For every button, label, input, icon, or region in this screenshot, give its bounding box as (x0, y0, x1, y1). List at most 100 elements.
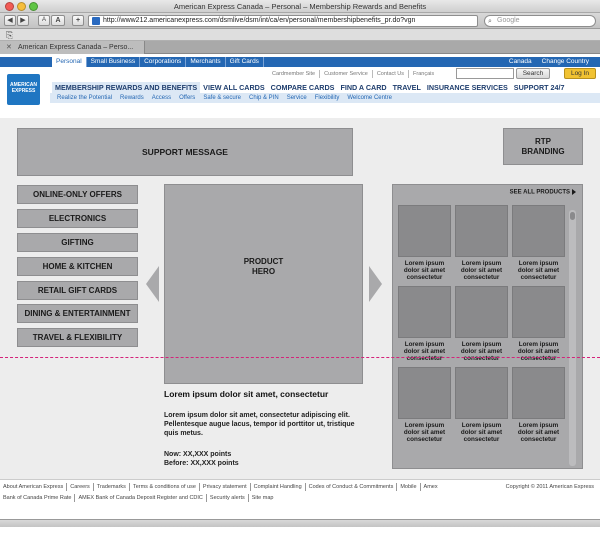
product-caption-line: Lorem ipsum (461, 422, 502, 429)
utility-link-francais[interactable]: Français (413, 71, 435, 77)
footer-link-mobile[interactable]: Mobile (397, 483, 421, 491)
product-thumbnail[interactable] (512, 286, 565, 338)
rtp-branding-block: RTP BRANDING (503, 128, 583, 165)
nav-support[interactable]: SUPPORT 24/7 (513, 83, 565, 92)
browser-search-field[interactable]: ⌕ Google (484, 15, 596, 27)
subnav-access[interactable]: Access (151, 95, 172, 101)
subnav-service[interactable]: Service (286, 95, 307, 101)
product-caption-line: dolor sit amet (517, 267, 560, 274)
see-all-products-link[interactable]: SEE ALL PRODUCTS (510, 189, 576, 196)
product-thumbnail[interactable] (455, 286, 508, 338)
nav-insurance[interactable]: INSURANCE SERVICES (426, 83, 508, 92)
back-button[interactable]: ◀ (4, 15, 16, 26)
forward-button[interactable]: ▶ (17, 15, 29, 26)
tab-small-business[interactable]: Small Business (87, 57, 141, 67)
subnav-welcome[interactable]: Welcome Centre (347, 95, 392, 101)
product-caption-line: consectetur (520, 436, 557, 443)
footer-link-complaint[interactable]: Complaint Handling (251, 483, 306, 491)
carousel-next-arrow-icon[interactable] (369, 266, 382, 302)
add-bookmark-button[interactable]: + (72, 15, 84, 26)
footer-link-amex[interactable]: Amex (423, 484, 438, 490)
utility-link-cardmember[interactable]: Cardmember Site (268, 70, 321, 78)
footer-link-terms[interactable]: Terms & conditions of use (130, 483, 200, 491)
tab-close-icon[interactable]: ✕ (6, 44, 12, 51)
nav-find-a-card[interactable]: FIND A CARD (340, 83, 387, 92)
favicon-icon (92, 17, 100, 25)
text-smaller-button[interactable]: A (38, 15, 50, 26)
footer-link-sitemap[interactable]: Site map (251, 495, 274, 501)
tab-merchants[interactable]: Merchants (186, 57, 226, 67)
product-thumbnail[interactable] (398, 286, 451, 338)
nav-view-all-cards[interactable]: VIEW ALL CARDS (203, 83, 265, 92)
product-thumbnail[interactable] (455, 367, 508, 419)
products-scroll-thumb[interactable] (570, 212, 575, 220)
product-thumbnail[interactable] (455, 205, 508, 257)
site-search-input[interactable] (456, 68, 514, 79)
products-scrollbar[interactable] (569, 210, 576, 466)
main-nav: MEMBERSHIP REWARDS AND BENEFITS VIEW ALL… (52, 82, 568, 93)
footer-link-about[interactable]: About American Express (3, 483, 68, 491)
change-country-link[interactable]: Change Country (541, 58, 589, 65)
product-thumbnail[interactable] (398, 205, 451, 257)
category-electronics[interactable]: ELECTRONICS (17, 209, 138, 228)
subnav-chip-pin[interactable]: Chip & PIN (249, 95, 279, 101)
subnav-flexibility[interactable]: Flexibility (314, 95, 340, 101)
tab-personal[interactable]: Personal (52, 57, 87, 67)
footer-link-security[interactable]: Security alerts (207, 494, 249, 502)
subnav-realize[interactable]: Realize the Potential (57, 95, 113, 101)
footer-links-row1: About American Express Careers Trademark… (3, 483, 441, 491)
zoom-window-icon[interactable] (29, 2, 38, 11)
browser-tab[interactable]: ✕ American Express Canada – Perso... (0, 41, 145, 54)
utility-link-contact[interactable]: Contact Us (373, 70, 410, 78)
footer-link-privacy[interactable]: Privacy statement (200, 483, 251, 491)
utility-links: Cardmember Site Customer Service Contact… (268, 70, 438, 78)
subnav-rewards[interactable]: Rewards (120, 95, 144, 101)
subnav-offers[interactable]: Offers (179, 95, 196, 101)
nav-travel[interactable]: TRAVEL (392, 83, 421, 92)
footer-link-careers[interactable]: Careers (67, 483, 94, 491)
amex-logo[interactable]: AMERICAN EXPRESS (7, 74, 40, 105)
footer-link-prime-rate[interactable]: Bank of Canada Prime Rate (3, 494, 76, 502)
category-home-kitchen[interactable]: HOME & KITCHEN (17, 257, 138, 276)
footer-link-trademarks[interactable]: Trademarks (94, 483, 130, 491)
minimize-window-icon[interactable] (17, 2, 26, 11)
category-online-only[interactable]: ONLINE-ONLY OFFERS (17, 185, 138, 204)
product-thumbnail[interactable] (512, 367, 565, 419)
address-bar[interactable]: http://www212.americanexpress.com/dsmliv… (88, 15, 478, 27)
search-icon: ⌕ (488, 18, 492, 25)
tab-corporations[interactable]: Corporations (140, 57, 187, 67)
category-travel[interactable]: TRAVEL & FLEXIBILITY (17, 328, 138, 347)
product-thumbnail[interactable] (512, 205, 565, 257)
site-footer: About American Express Careers Trademark… (0, 479, 600, 519)
login-button[interactable]: Log In (564, 68, 596, 79)
carousel-prev-arrow-icon[interactable] (146, 266, 159, 302)
nav-compare-cards[interactable]: COMPARE CARDS (270, 83, 335, 92)
subnav-safe-secure[interactable]: Safe & secure (203, 95, 241, 101)
footer-link-deposit-register[interactable]: AMEX Bank of Canada Deposit Register and… (75, 494, 207, 502)
category-dining[interactable]: DINING & ENTERTAINMENT (17, 304, 138, 323)
text-larger-button[interactable]: A (51, 15, 65, 26)
product-hero-block[interactable]: PRODUCT HERO (164, 184, 363, 384)
tab-gift-cards[interactable]: Gift Cards (226, 57, 264, 67)
nav-membership-rewards[interactable]: MEMBERSHIP REWARDS AND BENEFITS (52, 82, 201, 93)
category-gifting[interactable]: GIFTING (17, 233, 138, 252)
product-caption-line: dolor sit amet (517, 348, 560, 355)
bookmarks-book-icon[interactable]: ⎘ (6, 30, 14, 40)
category-retail-gift-cards[interactable]: RETAIL GIFT CARDS (17, 281, 138, 300)
site-search-button[interactable]: Search (516, 68, 550, 79)
footer-link-codes[interactable]: Codes of Conduct & Commitments (306, 483, 398, 491)
product-thumbnail[interactable] (398, 367, 451, 419)
close-window-icon[interactable] (5, 2, 14, 11)
utility-link-customer-service[interactable]: Customer Service (320, 70, 373, 78)
